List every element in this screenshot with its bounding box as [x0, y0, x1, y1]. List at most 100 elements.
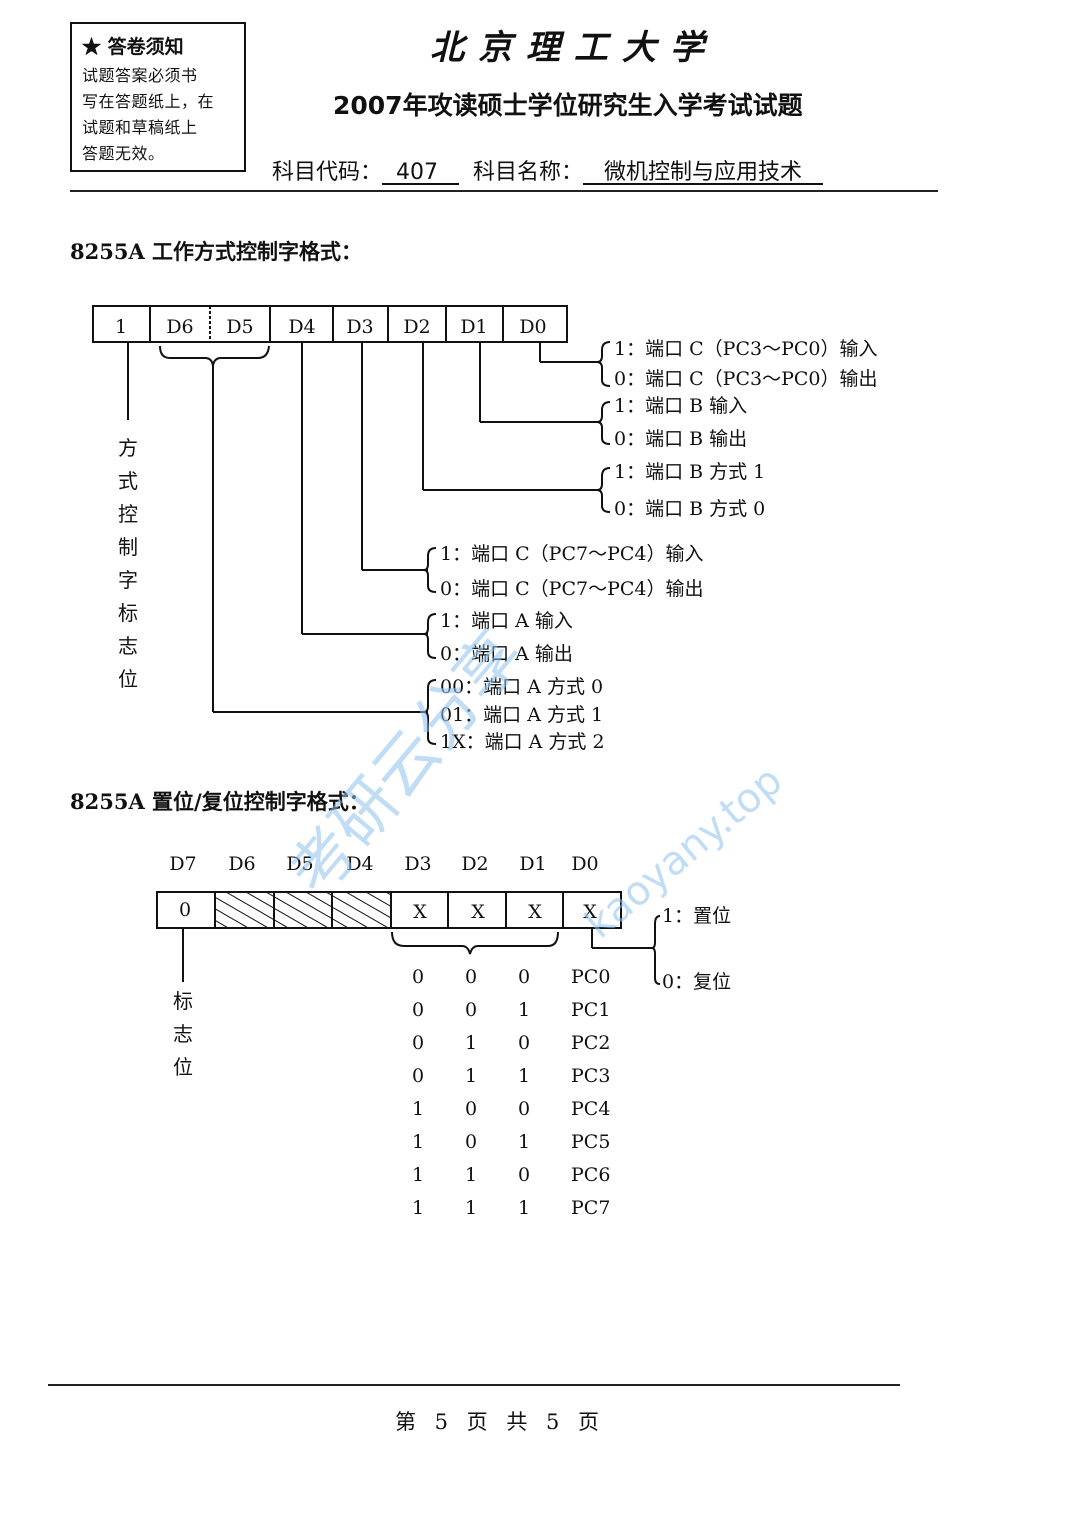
- svg-text:PC4: PC4: [571, 1098, 610, 1120]
- option-d65-1x: 1X：端口 A 方式 2: [440, 731, 605, 753]
- flag-char: 制: [118, 535, 138, 559]
- svg-text:PC7: PC7: [571, 1197, 610, 1219]
- bit-cell-5: D5: [226, 316, 253, 338]
- svg-text:0: 0: [518, 1098, 530, 1120]
- subject-code: 407: [396, 160, 439, 185]
- option-d4-0: 0：端口 A 输出: [440, 643, 573, 665]
- flag-char: 志: [173, 1022, 193, 1046]
- subject-name: 微机控制与应用技术: [604, 160, 803, 185]
- svg-text:PC1: PC1: [571, 999, 610, 1021]
- svg-text:0: 0: [465, 1131, 477, 1153]
- bit-label-6: D6: [228, 853, 255, 875]
- option-d65-01: 01：端口 A 方式 1: [440, 704, 603, 726]
- bit-cell-7: 1: [115, 316, 127, 338]
- bit-label-2: D2: [461, 853, 488, 875]
- subject-name-label: 科目名称：: [473, 160, 584, 185]
- option-d2-0: 0：端口 B 方式 0: [614, 498, 765, 520]
- svg-text:0: 0: [465, 1098, 477, 1120]
- bit-label-1: D1: [519, 853, 546, 875]
- notice-body: 试题答案必须书 写在答题纸上，在 试题和草稿纸上 答题无效。: [82, 63, 238, 167]
- table-row: 0 1 1 PC3: [412, 1065, 610, 1087]
- option-d0-1: 1：端口 C（PC3～PC0）输入: [614, 338, 878, 360]
- flag-char: 控: [118, 502, 138, 526]
- cell-d7: 0: [179, 899, 191, 921]
- flag-char: 方: [118, 436, 138, 460]
- option-d3-1: 1：端口 C（PC7～PC4）输入: [440, 543, 704, 565]
- svg-text:0: 0: [412, 999, 424, 1021]
- bit-cell-0: D0: [519, 316, 546, 338]
- svg-text:0: 0: [518, 1032, 530, 1054]
- svg-text:1: 1: [412, 1164, 424, 1186]
- flag-char: 志: [118, 634, 138, 658]
- svg-text:PC2: PC2: [571, 1032, 610, 1054]
- option-set: 1：置位: [662, 905, 731, 927]
- section-title-mode-control: 8255A 工作方式控制字格式：: [70, 239, 363, 264]
- bit-cell-4: D4: [288, 316, 315, 338]
- answer-notice-box: ★ 答卷须知 试题答案必须书 写在答题纸上，在 试题和草稿纸上 答题无效。: [70, 22, 246, 172]
- svg-text:0: 0: [518, 1164, 530, 1186]
- cell-d0: X: [583, 901, 597, 923]
- option-d2-1: 1：端口 B 方式 1: [614, 461, 765, 483]
- svg-text:1: 1: [518, 999, 530, 1021]
- notice-line: 答题无效。: [82, 144, 165, 163]
- option-d65-00: 00：端口 A 方式 0: [440, 676, 603, 698]
- bit-label-4: D4: [346, 853, 373, 875]
- bit-label-3: D3: [404, 853, 431, 875]
- bit-label-7: D7: [169, 853, 196, 875]
- svg-text:1: 1: [412, 1098, 424, 1120]
- notice-line: 写在答题纸上，在: [82, 92, 215, 111]
- svg-text:PC5: PC5: [571, 1131, 610, 1153]
- bit-cell-6: D6: [166, 316, 193, 338]
- flag-char: 标: [173, 989, 193, 1013]
- svg-text:1: 1: [518, 1065, 530, 1087]
- svg-text:1: 1: [412, 1131, 424, 1153]
- page-number: 第 5 页 共 5 页: [394, 1410, 606, 1434]
- svg-text:0: 0: [412, 1065, 424, 1087]
- cell-d3: X: [413, 901, 427, 923]
- svg-text:1: 1: [465, 1197, 477, 1219]
- notice-title: ★ 答卷须知: [82, 36, 184, 58]
- svg-text:0: 0: [518, 966, 530, 988]
- svg-text:PC3: PC3: [571, 1065, 610, 1087]
- table-row: 0 0 0 PC0: [412, 966, 610, 988]
- svg-text:1: 1: [465, 1164, 477, 1186]
- cell-d1: X: [528, 901, 542, 923]
- svg-text:1: 1: [465, 1032, 477, 1054]
- svg-text:1: 1: [518, 1197, 530, 1219]
- table-row: 1 0 0 PC4: [412, 1098, 610, 1120]
- flag-char: 位: [118, 667, 138, 691]
- university-name: 北京理工大学: [430, 28, 718, 68]
- option-d3-0: 0：端口 C（PC7～PC4）输出: [440, 578, 704, 600]
- svg-text:0: 0: [465, 966, 477, 988]
- svg-text:PC0: PC0: [571, 966, 610, 988]
- option-d1-0: 0：端口 B 输出: [614, 428, 747, 450]
- svg-text:0: 0: [412, 1032, 424, 1054]
- cell-d2: X: [471, 901, 485, 923]
- svg-text:1: 1: [465, 1065, 477, 1087]
- bit-cell-3: D3: [346, 316, 373, 338]
- bit-cell-2: D2: [403, 316, 430, 338]
- option-d1-1: 1：端口 B 输入: [614, 395, 747, 417]
- footer-rule: [48, 1384, 900, 1386]
- flag-char: 位: [173, 1055, 193, 1079]
- option-reset: 0：复位: [662, 971, 731, 993]
- section-title-set-reset: 8255A 置位/复位控制字格式：: [70, 789, 370, 814]
- exam-title: 2007年攻读硕士学位研究生入学考试试题: [333, 91, 803, 120]
- table-row: 0 1 0 PC2: [412, 1032, 610, 1054]
- svg-text:0: 0: [412, 966, 424, 988]
- subject-code-label: 科目代码：: [272, 160, 383, 185]
- table-row: 1 0 1 PC5: [412, 1131, 610, 1153]
- option-d0-0: 0：端口 C（PC3～PC0）输出: [614, 368, 878, 390]
- flag-char: 字: [118, 568, 138, 592]
- flag-char: 标: [118, 601, 138, 625]
- svg-text:1: 1: [518, 1131, 530, 1153]
- option-d4-1: 1：端口 A 输入: [440, 610, 573, 632]
- header-rule: [70, 190, 938, 192]
- notice-line: 试题和草稿纸上: [82, 118, 198, 137]
